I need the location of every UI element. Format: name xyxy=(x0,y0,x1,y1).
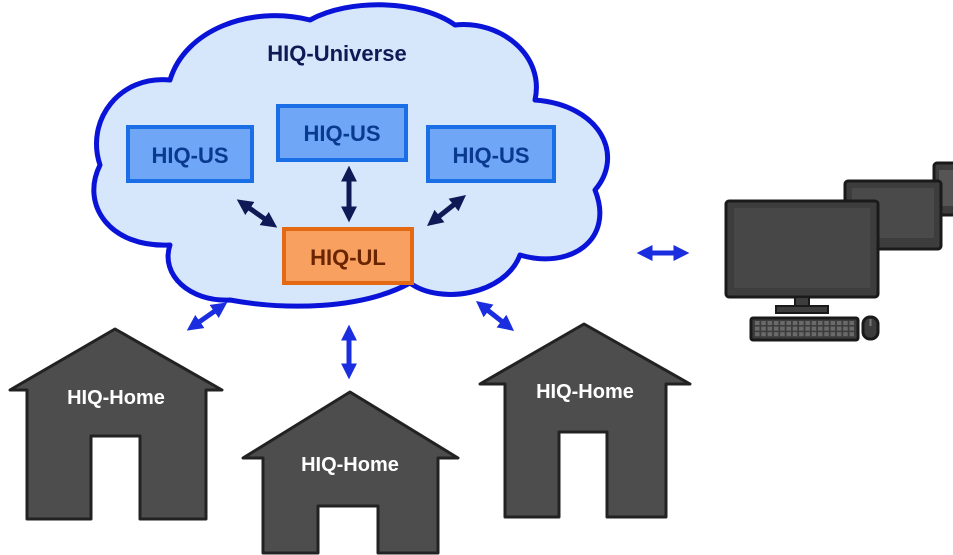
keyboard-key xyxy=(849,326,854,331)
keyboard-key xyxy=(799,326,804,331)
keyboard-key xyxy=(780,321,785,325)
keyboard-key xyxy=(755,326,760,331)
cloud-title: HIQ-Universe xyxy=(267,41,406,66)
keyboard-key xyxy=(811,332,817,337)
keyboard-key xyxy=(836,332,842,337)
loader-label: HIQ-UL xyxy=(310,245,386,270)
keyboard-key xyxy=(761,321,766,325)
keyboard-key xyxy=(836,321,842,325)
keyboard-key xyxy=(830,332,836,337)
arrow-server1-loader xyxy=(236,199,278,228)
home-center: HIQ-Home xyxy=(241,390,460,555)
keyboard-key xyxy=(824,326,829,331)
keyboard-key xyxy=(773,332,779,337)
keyboard-key xyxy=(836,326,842,331)
keyboard-key xyxy=(843,321,848,325)
keyboard-key xyxy=(767,321,773,325)
keyboard-key xyxy=(849,332,854,337)
keyboard-key xyxy=(780,326,785,331)
keyboard-key xyxy=(818,332,823,337)
keyboard-key xyxy=(786,326,791,331)
server-box-2: HIQ-US xyxy=(276,104,408,162)
mouse-icon xyxy=(861,315,880,341)
keyboard-icon xyxy=(749,316,860,342)
arrow-server3-loader xyxy=(426,195,467,226)
keyboard-key xyxy=(773,326,779,331)
home-label-center: HIQ-Home xyxy=(301,454,399,476)
keyboard-key xyxy=(811,326,817,331)
server-label-1: HIQ-US xyxy=(152,143,229,168)
keyboard-key xyxy=(818,326,823,331)
keyboard-key xyxy=(824,321,829,325)
home-label-right: HIQ-Home xyxy=(536,381,634,403)
keyboard-key xyxy=(755,321,760,325)
server-label-2: HIQ-US xyxy=(304,121,381,146)
loader-box: HIQ-UL xyxy=(282,227,414,285)
keyboard-key xyxy=(849,321,854,325)
computer-workstation-icon xyxy=(724,161,953,342)
keyboard-key xyxy=(755,332,760,337)
keyboard-key xyxy=(805,326,810,331)
keyboard-key xyxy=(811,321,817,325)
keyboard-key xyxy=(792,321,798,325)
keyboard-key xyxy=(761,332,766,337)
keyboard-key xyxy=(767,326,773,331)
keyboard-key xyxy=(792,326,798,331)
home-left: HIQ-Home xyxy=(8,327,224,521)
keyboard-key xyxy=(786,332,791,337)
keyboard-key xyxy=(767,332,773,337)
keyboard-key xyxy=(799,332,804,337)
keyboard-key xyxy=(818,321,823,325)
keyboard-key xyxy=(830,321,836,325)
server-box-1: HIQ-US xyxy=(126,125,254,183)
home-right: HIQ-Home xyxy=(478,322,692,519)
arrow-cloud-home-right xyxy=(475,301,515,331)
keyboard-key xyxy=(780,332,785,337)
home-label-left: HIQ-Home xyxy=(67,387,165,409)
house-icon xyxy=(8,327,224,521)
house-icon xyxy=(478,322,692,519)
keyboard-key xyxy=(824,332,829,337)
keyboard-key xyxy=(799,321,804,325)
keyboard-key xyxy=(805,332,810,337)
keyboard-key xyxy=(786,321,791,325)
server-label-3: HIQ-US xyxy=(453,143,530,168)
keyboard-key xyxy=(830,326,836,331)
keyboard-key xyxy=(773,321,779,325)
keyboard-key xyxy=(843,326,848,331)
keyboard-key xyxy=(761,326,766,331)
keyboard-key xyxy=(792,332,798,337)
arrow-cloud-home-left xyxy=(186,302,228,331)
keyboard-key xyxy=(843,332,848,337)
house-icon xyxy=(241,390,460,555)
keyboard-key xyxy=(805,321,810,325)
server-box-3: HIQ-US xyxy=(426,125,556,183)
